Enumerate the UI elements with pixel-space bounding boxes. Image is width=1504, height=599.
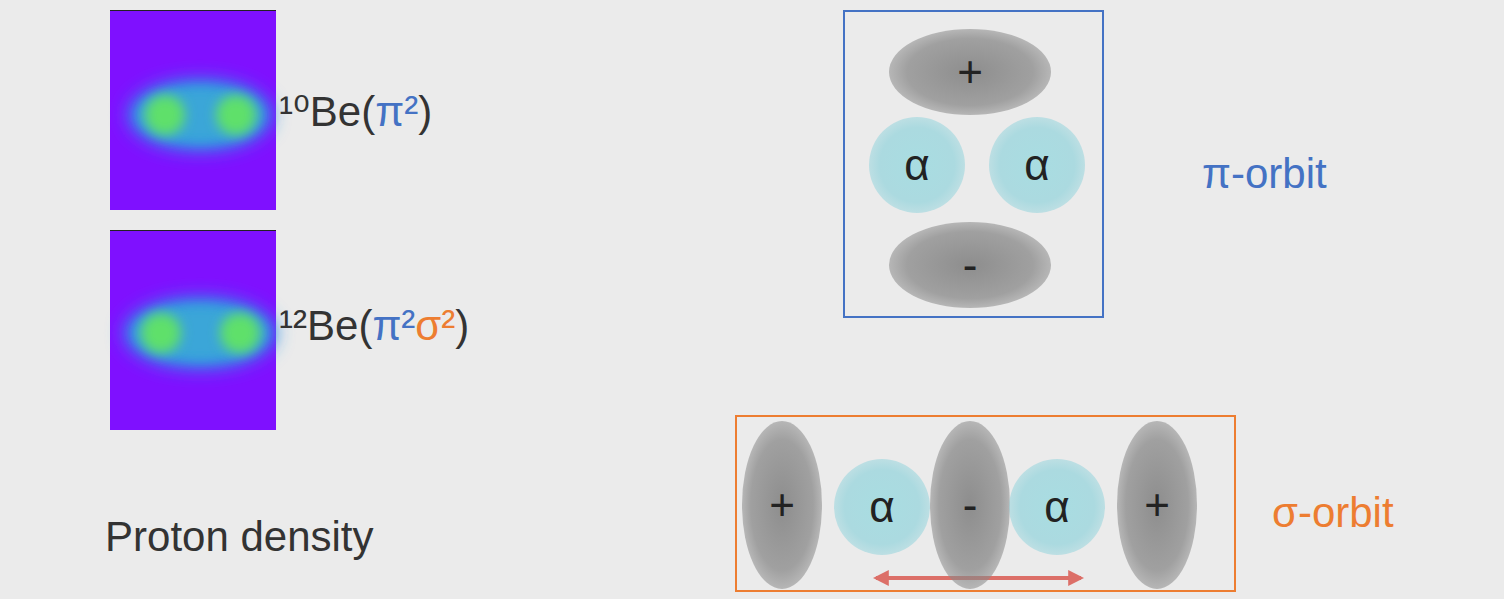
neutron-lobe: + xyxy=(889,29,1051,115)
phase-sign: + xyxy=(1144,483,1170,527)
phase-sign: - xyxy=(963,483,978,527)
phase-sign: + xyxy=(769,483,795,527)
cluster-symbol: α xyxy=(1044,485,1069,529)
phase-sign: + xyxy=(957,50,983,94)
cluster-symbol: α xyxy=(904,143,929,187)
orbit-label: σ-orbit xyxy=(1272,489,1394,537)
phase-sign: - xyxy=(963,243,978,287)
alpha-cluster: α xyxy=(1009,459,1105,555)
cluster-symbol: α xyxy=(869,485,894,529)
density-map xyxy=(110,230,276,430)
orbit-frame: π-orbit+αα- xyxy=(843,10,1104,318)
neutron-lobe: - xyxy=(930,421,1010,589)
neutron-lobe: + xyxy=(1117,421,1197,589)
nucleus-label: ¹²Be(π²σ²) xyxy=(279,302,469,350)
cluster-symbol: α xyxy=(1024,143,1049,187)
alpha-cluster: α xyxy=(834,459,930,555)
caption-text: Proton density xyxy=(105,513,374,561)
neutron-lobe: + xyxy=(742,421,822,589)
alpha-cluster: α xyxy=(989,117,1085,213)
orbit-frame: σ-orbit+α-α+ xyxy=(735,415,1236,592)
alpha-cluster: α xyxy=(869,117,965,213)
neutron-lobe: - xyxy=(889,222,1051,308)
density-map xyxy=(110,10,276,210)
nucleus-label: ¹⁰Be(π²) xyxy=(279,88,432,136)
orbit-label: π-orbit xyxy=(1202,150,1327,198)
